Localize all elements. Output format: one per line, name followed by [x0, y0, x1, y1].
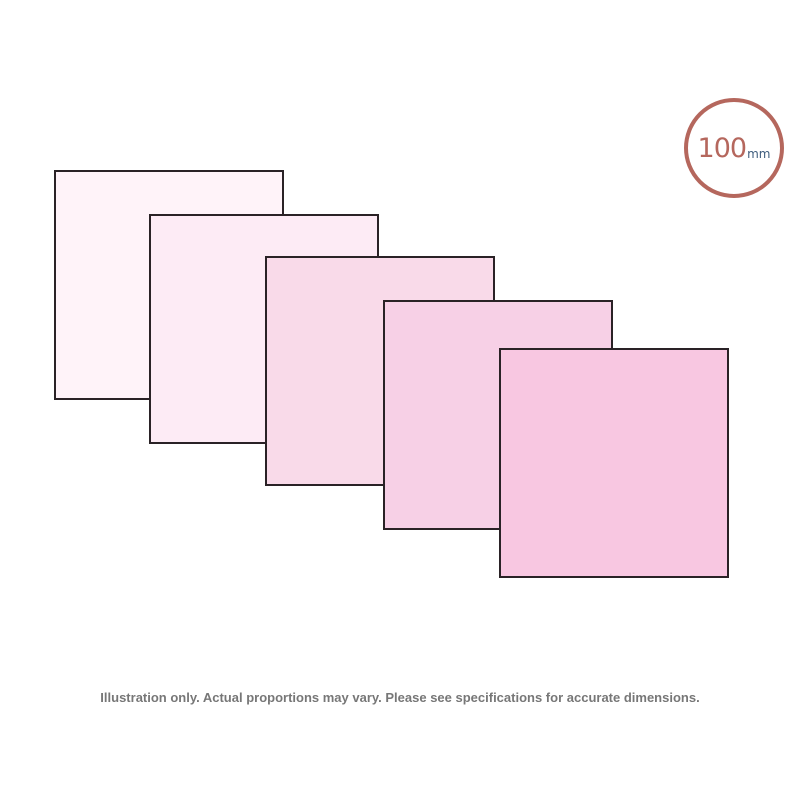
size-unit: mm	[747, 147, 771, 161]
color-swatch	[499, 348, 729, 578]
disclaimer-text: Illustration only. Actual proportions ma…	[100, 690, 700, 705]
size-badge: 100 mm	[684, 98, 784, 198]
size-value: 100	[697, 132, 748, 164]
